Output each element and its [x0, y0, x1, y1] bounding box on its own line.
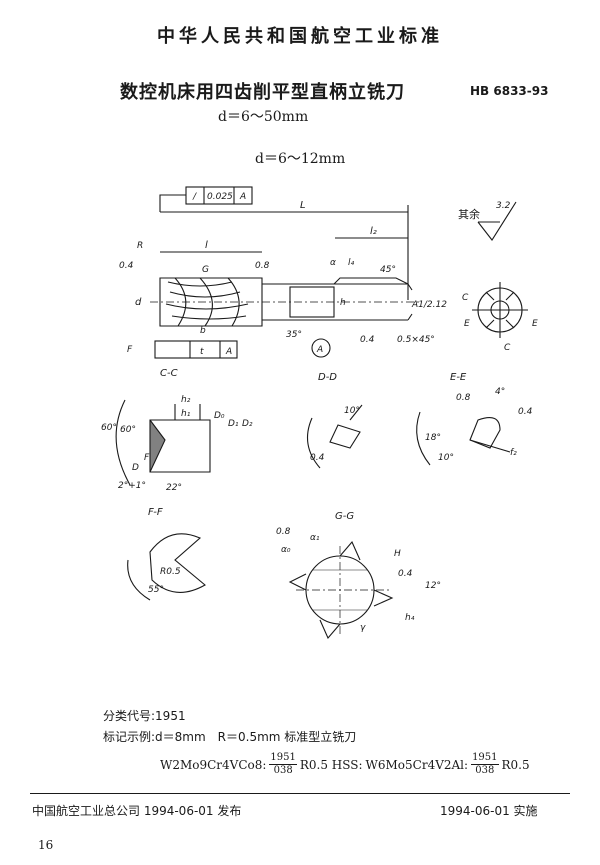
cc-h2: h₂	[181, 395, 191, 405]
section-ff-drawing	[127, 533, 206, 601]
dim-l: l	[205, 240, 208, 251]
label-b: b	[200, 326, 206, 336]
organization-header: 中华人民共和国航空工业标准	[157, 26, 443, 47]
ff-angle: 55°	[148, 585, 164, 595]
section-cc-drawing	[115, 399, 211, 486]
frame-symbol: /	[192, 192, 197, 202]
section-title-cc: C-C	[160, 368, 178, 379]
cc-angle1: 60°	[101, 423, 117, 433]
formula-b-material: W6Mo5Cr4V2Al:	[365, 757, 469, 772]
formula-b-tail: R0.5	[501, 757, 530, 772]
dd-angle: 10°	[344, 406, 360, 416]
label-R: R	[137, 241, 143, 251]
formula-a-numerator: 1951	[269, 752, 297, 765]
label-alpha: α	[330, 258, 336, 268]
geometric-tolerance-frame: / 0.025 A	[159, 186, 253, 212]
gg-h4: h₄	[405, 613, 415, 623]
formula-b-denominator: 038	[475, 765, 495, 776]
dim-l4: l₄	[348, 258, 355, 268]
frame-datum: A	[239, 192, 246, 202]
section-ee-drawing	[416, 411, 511, 466]
end-view-C-top: C	[462, 293, 469, 303]
roughness-rest-label: 其余	[458, 207, 480, 221]
label-F: F	[127, 345, 133, 355]
marking-formula: W2Mo9Cr4VCo8: 1951 038 R0.5 HSS: W6Mo5Cr…	[160, 752, 530, 777]
section-title-dd: D-D	[318, 372, 337, 383]
angle-45: 45°	[380, 265, 396, 275]
dd-roughness: 0.4	[310, 453, 325, 463]
section-dd-drawing	[306, 404, 363, 469]
gg-roughness-08: 0.8	[276, 527, 291, 537]
technical-drawing: / 0.025 A L l₂ l R 0.4 0.8 G α l₄ 45° h …	[101, 186, 538, 640]
ee-f2: f₂	[510, 448, 517, 458]
cc-D: D	[132, 463, 139, 473]
roughness-rest-value: 3.2	[496, 201, 511, 211]
end-view-E-left: E	[464, 319, 470, 329]
cc-d2: D₂	[242, 419, 253, 429]
formula-a-material: W2Mo9Cr4VCo8:	[160, 757, 267, 772]
standard-number: HB 6833-93	[470, 84, 549, 98]
center-taper: A1/2.12	[411, 300, 447, 310]
document-title: 数控机床用四齿削平型直柄立铣刀	[120, 82, 405, 103]
formula-a-tail: R0.5 HSS:	[299, 757, 363, 772]
roughness-08-a: 0.8	[255, 261, 270, 271]
marking-example: 标记示例:d＝8mm R＝0.5mm 标准型立铣刀	[103, 730, 357, 744]
gg-alpha1: α₁	[310, 533, 320, 543]
gg-roughness-04: 0.4	[398, 569, 413, 579]
ee-roughness-08: 0.8	[456, 393, 471, 403]
cc-F: F	[144, 453, 150, 463]
cc-d0: D₀	[214, 411, 225, 421]
diameter-range: d＝6～50mm	[218, 109, 309, 125]
formula-b-numerator: 1951	[471, 752, 499, 765]
datum-A-label: A	[316, 345, 323, 355]
section-title-ee: E-E	[450, 372, 467, 383]
section-gg-drawing	[288, 540, 394, 640]
end-view-E-right: E	[532, 319, 538, 329]
dim-h: h	[340, 298, 346, 308]
frame-t: t	[200, 347, 204, 357]
formula-b-fraction: 1951 038	[471, 752, 499, 777]
roughness-04-a: 0.4	[119, 261, 134, 271]
end-mill-main-view	[150, 277, 420, 327]
gg-alpha0: α₀	[281, 545, 291, 555]
cc-angle3: 2°+1°	[118, 481, 146, 491]
ff-radius: R0.5	[160, 567, 181, 577]
formula-a-fraction: 1951 038	[269, 752, 297, 777]
footer-divider	[30, 793, 570, 794]
page-number: 16	[38, 838, 54, 852]
issued-by: 中国航空工业总公司 1994-06-01 发布	[32, 804, 242, 818]
dim-d: d	[135, 297, 142, 308]
angle-35: 35°	[286, 330, 302, 340]
gg-H: H	[394, 549, 401, 559]
label-G: G	[202, 265, 209, 275]
ee-angle2: 18°	[425, 433, 441, 443]
roughness-04-b: 0.4	[360, 335, 375, 345]
cc-d1: D₁	[228, 419, 239, 429]
frame-value: 0.025	[207, 192, 233, 202]
section-title-gg: G-G	[335, 511, 354, 522]
cc-angle2: 60°	[120, 425, 136, 435]
gg-angle: 12°	[425, 581, 441, 591]
frame-a: A	[225, 347, 232, 357]
ee-angle3: 10°	[438, 453, 454, 463]
end-view-cross	[472, 282, 528, 338]
ee-roughness-04: 0.4	[518, 407, 533, 417]
cc-h1: h₁	[181, 409, 191, 419]
formula-a-denominator: 038	[273, 765, 293, 776]
chamfer-label: 0.5×45°	[397, 335, 435, 345]
section-title-ff: F-F	[148, 507, 163, 518]
dim-L: L	[300, 200, 306, 211]
drawing-diameter-range: d＝6～12mm	[255, 151, 346, 167]
end-view-C-bottom: C	[504, 343, 511, 353]
ee-angle1: 4°	[495, 387, 505, 397]
effective-date: 1994-06-01 实施	[440, 804, 538, 818]
dim-l2: l₂	[370, 226, 377, 237]
gg-gamma: γ	[360, 623, 366, 633]
cc-angle4: 22°	[166, 483, 182, 493]
classification-code: 分类代号:1951	[103, 709, 186, 723]
